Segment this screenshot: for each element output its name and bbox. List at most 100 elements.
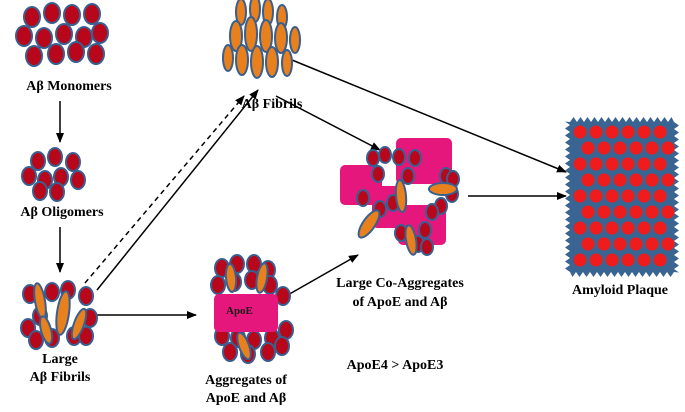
label-aggregates-line1: Aggregates of xyxy=(205,373,287,388)
plaque-abeta-dot xyxy=(653,221,667,235)
abeta-peptide xyxy=(401,167,415,185)
fibril-strand xyxy=(38,315,54,345)
abeta-peptide xyxy=(21,166,37,186)
plaque-abeta-dot xyxy=(589,157,603,171)
abeta-peptide xyxy=(275,286,291,306)
plaque-abeta-dot xyxy=(637,157,651,171)
abeta-peptide xyxy=(65,152,81,172)
fibril-strand xyxy=(404,224,418,256)
fibril-strand xyxy=(55,290,71,336)
plaque-abeta-dot xyxy=(573,157,587,171)
plaque-abeta-dot xyxy=(629,141,643,155)
abeta-peptide xyxy=(425,203,439,221)
apoe-box-label: ApoE xyxy=(226,305,253,317)
abeta-peptide xyxy=(210,275,226,295)
label-comparison: ApoE4 > ApoE3 xyxy=(346,358,444,373)
plaque-abeta-dot xyxy=(597,205,611,219)
arrow-fibrils-to-plaque xyxy=(291,59,567,173)
plaque-abeta-dot xyxy=(573,125,587,139)
plaque-abeta-dot xyxy=(589,125,603,139)
label-abeta-fibrils: Aβ Fibrils xyxy=(241,97,303,112)
arrow-aggregates-to-coaggregates xyxy=(278,254,359,301)
abeta-monomers-cluster xyxy=(15,2,109,67)
abeta-peptide xyxy=(30,151,46,171)
abeta-peptide xyxy=(418,221,432,239)
fibril-strand xyxy=(265,46,279,78)
plaque-abeta-dot xyxy=(589,189,603,203)
arrow-dashed-large-to-fibrils xyxy=(84,95,245,284)
plaque-abeta-dot xyxy=(661,173,675,187)
abeta-peptide xyxy=(371,165,385,183)
plaque-abeta-dot xyxy=(629,237,643,251)
fibril-strand xyxy=(236,331,252,361)
pathway-arrows xyxy=(56,59,567,319)
large-coaggregates-cluster xyxy=(340,138,460,256)
plaque-abeta-dot xyxy=(645,205,659,219)
plaque-abeta-dot xyxy=(573,221,587,235)
plaque-abeta-dot xyxy=(605,189,619,203)
abeta-peptide xyxy=(260,342,276,362)
fibril-strand xyxy=(281,49,293,77)
arrow-fibrils-to-coaggregates xyxy=(275,95,381,151)
fibril-strand xyxy=(244,16,258,52)
plaque-abeta-dot xyxy=(637,125,651,139)
abeta-peptide xyxy=(356,189,370,207)
label-coaggregates-line1: Large Co-Aggregates xyxy=(336,276,464,291)
amyloid-plaque-graphic xyxy=(565,117,679,277)
fibril-strand xyxy=(394,179,408,213)
plaque-abeta-dot xyxy=(613,237,627,251)
plaque-abeta-dot xyxy=(653,189,667,203)
abeta-peptide xyxy=(23,6,41,28)
plaque-abeta-dot xyxy=(653,125,667,139)
plaque-abeta-dot xyxy=(645,173,659,187)
label-large-line2: Aβ Fibrils xyxy=(29,370,91,385)
apoe-abeta-aggregates-cluster xyxy=(210,254,294,364)
fibril-strand xyxy=(428,182,458,196)
abeta-oligomers-cluster xyxy=(21,147,86,202)
abeta-peptide xyxy=(44,282,60,302)
fibril-strand xyxy=(259,19,273,53)
fibril-strand xyxy=(250,45,264,79)
abeta-peptide xyxy=(222,342,238,362)
arrow-large-to-fibrils-solid xyxy=(96,89,259,291)
plaque-abeta-dot xyxy=(621,125,635,139)
plaque-abeta-dot xyxy=(621,157,635,171)
abeta-peptide xyxy=(63,4,81,26)
fibril-strand xyxy=(255,262,269,294)
plaque-abeta-dot xyxy=(589,253,603,267)
plaque-abeta-dot xyxy=(597,237,611,251)
abeta-peptide xyxy=(70,170,86,190)
plaque-abeta-dot xyxy=(605,221,619,235)
plaque-abeta-dot xyxy=(637,253,651,267)
fibril-strand xyxy=(274,22,288,54)
plaque-abeta-dot xyxy=(645,237,659,251)
large-abeta-fibrils-cluster xyxy=(20,280,98,350)
label-abeta-oligomers: Aβ Oligomers xyxy=(20,205,104,220)
fibril-strand xyxy=(235,44,249,76)
label-abeta-monomers: Aβ Monomers xyxy=(26,79,112,94)
abeta-peptide xyxy=(55,23,73,45)
plaque-abeta-dot xyxy=(597,173,611,187)
fibril-strand xyxy=(222,44,234,72)
plaque-abeta-dot xyxy=(597,141,611,155)
plaque-abeta-dot xyxy=(589,221,603,235)
abeta-peptide xyxy=(32,181,48,201)
plaque-abeta-dot xyxy=(621,253,635,267)
label-large-line1: Large xyxy=(42,352,78,367)
abeta-peptide xyxy=(49,182,65,202)
plaque-abeta-dot xyxy=(661,205,675,219)
label-coaggregates-line2: of ApoE and Aβ xyxy=(352,295,448,310)
abeta-peptide xyxy=(91,22,109,44)
abeta-peptide xyxy=(87,43,105,65)
abeta-peptide xyxy=(83,3,101,25)
apoe-box xyxy=(214,294,278,332)
fibril-strand xyxy=(289,26,301,54)
abeta-peptide xyxy=(28,330,44,350)
abeta-peptide xyxy=(78,286,94,306)
plaque-abeta-dot xyxy=(621,221,635,235)
plaque-abeta-dot xyxy=(645,141,659,155)
abeta-peptide xyxy=(378,146,392,164)
plaque-abeta-dot xyxy=(653,157,667,171)
